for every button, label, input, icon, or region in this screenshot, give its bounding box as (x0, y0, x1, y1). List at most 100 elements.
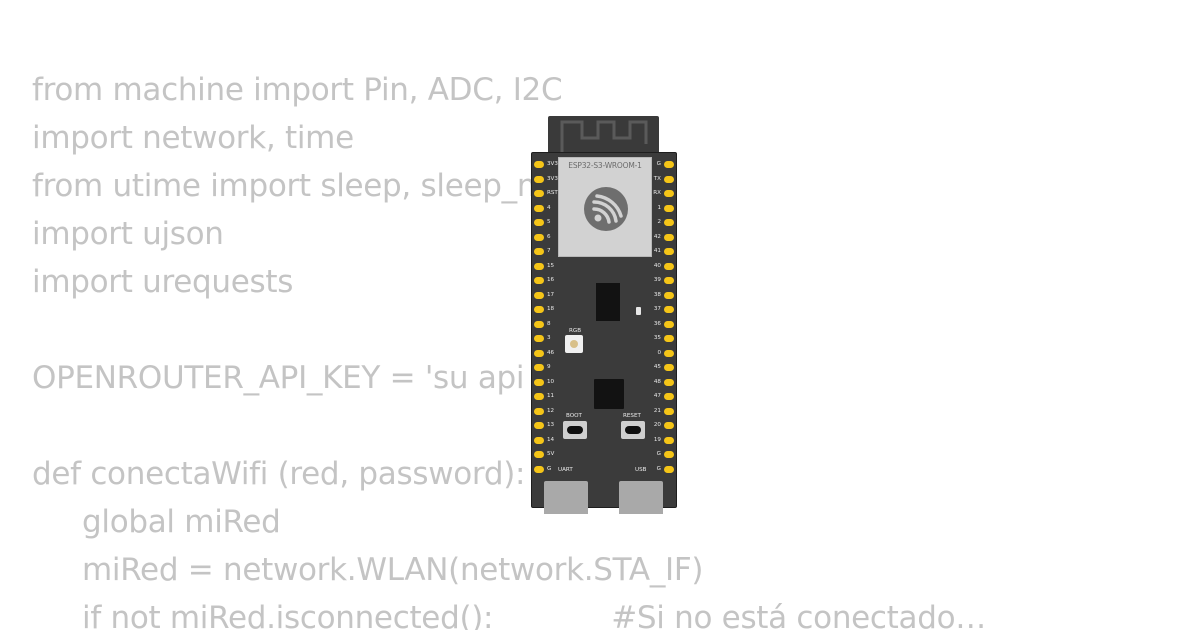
left-pin[interactable]: 5V (532, 448, 568, 463)
pin-pad[interactable] (664, 407, 674, 415)
pin-pad[interactable] (664, 219, 674, 226)
right-pin[interactable]: TX (640, 173, 676, 188)
right-pin[interactable]: G (640, 158, 676, 173)
right-pin[interactable]: 20 (640, 419, 676, 434)
pin-label: 37 (653, 306, 661, 312)
left-pin[interactable]: 8 (532, 318, 568, 333)
pin-pad[interactable] (534, 291, 544, 299)
left-pin[interactable]: 15 (532, 260, 568, 275)
pin-pad[interactable] (534, 364, 544, 371)
pin-label: G (547, 465, 552, 472)
code-text: def conectaWifi (red, password): (32, 456, 526, 492)
pin-pad[interactable] (664, 262, 674, 270)
usb-port[interactable] (619, 481, 663, 514)
pin-pad[interactable] (664, 320, 674, 328)
left-pin[interactable]: 5 (532, 216, 568, 231)
right-pin[interactable]: 19 (640, 434, 676, 449)
left-pin[interactable]: 3 (532, 332, 568, 347)
pin-pad[interactable] (664, 465, 674, 473)
pin-pad[interactable] (664, 349, 674, 357)
left-pin[interactable]: 3V3 (532, 173, 568, 188)
pin-pad[interactable] (664, 335, 674, 342)
pin-pad[interactable] (664, 393, 674, 400)
right-pin[interactable]: 37 (640, 303, 676, 318)
right-pin[interactable]: 1 (640, 202, 676, 217)
right-pin[interactable]: 38 (640, 289, 676, 304)
right-pin[interactable]: 47 (640, 390, 676, 405)
left-pin[interactable]: 13 (532, 419, 568, 434)
left-pin[interactable]: 4 (532, 202, 568, 217)
pin-pad[interactable] (534, 349, 544, 357)
pin-pad[interactable] (664, 190, 674, 197)
pin-pad[interactable] (664, 175, 674, 183)
left-pin[interactable]: 3V3 (532, 158, 568, 173)
pin-pad[interactable] (534, 422, 544, 429)
left-pin[interactable]: 9 (532, 361, 568, 376)
left-pin[interactable]: RST (532, 187, 568, 202)
left-pin[interactable]: 12 (532, 405, 568, 420)
pin-pad[interactable] (534, 436, 544, 444)
right-pin[interactable]: 2 (640, 216, 676, 231)
pin-pad[interactable] (664, 378, 674, 386)
right-pin[interactable]: 45 (640, 361, 676, 376)
left-pin[interactable]: 46 (532, 347, 568, 362)
right-pin[interactable]: RX (640, 187, 676, 202)
right-pin[interactable]: G (640, 448, 676, 463)
right-pin[interactable]: 0 (640, 347, 676, 362)
uart-usb-port[interactable] (544, 481, 588, 514)
right-pin[interactable]: 36 (640, 318, 676, 333)
left-pin[interactable]: G (532, 463, 568, 478)
pin-pad[interactable] (664, 248, 674, 255)
pin-pad[interactable] (534, 262, 544, 270)
reset-button[interactable] (621, 421, 645, 439)
pin-pad[interactable] (534, 204, 544, 212)
pin-pad[interactable] (664, 422, 674, 429)
pin-pad[interactable] (534, 248, 544, 255)
right-pin[interactable]: G (640, 463, 676, 478)
left-pin[interactable]: 16 (532, 274, 568, 289)
boot-button[interactable] (563, 421, 587, 439)
pin-pad[interactable] (534, 335, 544, 342)
pin-label: 9 (547, 364, 551, 370)
right-pin[interactable]: 41 (640, 245, 676, 260)
pin-pad[interactable] (534, 407, 544, 415)
left-pin[interactable]: 7 (532, 245, 568, 260)
pin-pad[interactable] (534, 219, 544, 226)
pin-pad[interactable] (534, 393, 544, 400)
pin-pad[interactable] (534, 277, 544, 284)
left-pin[interactable]: 11 (532, 390, 568, 405)
pin-pad[interactable] (534, 451, 544, 458)
pin-pad[interactable] (664, 436, 674, 444)
right-pin[interactable]: 42 (640, 231, 676, 246)
right-pin[interactable]: 40 (640, 260, 676, 275)
right-pin[interactable]: 39 (640, 274, 676, 289)
usb-uart-chip (596, 283, 620, 321)
pin-pad[interactable] (534, 161, 544, 168)
pin-pad[interactable] (664, 451, 674, 458)
pin-pad[interactable] (664, 291, 674, 299)
pin-pad[interactable] (664, 233, 674, 241)
pin-pad[interactable] (534, 378, 544, 386)
pin-pad[interactable] (534, 465, 544, 473)
left-pin[interactable]: 14 (532, 434, 568, 449)
right-pin[interactable]: 35 (640, 332, 676, 347)
pin-pad[interactable] (664, 306, 674, 313)
pin-pad[interactable] (534, 175, 544, 183)
pin-pad[interactable] (664, 204, 674, 212)
code-comment: #Si no está conectado… (611, 600, 986, 630)
left-pin[interactable]: 18 (532, 303, 568, 318)
left-pin[interactable]: 10 (532, 376, 568, 391)
pin-pad[interactable] (664, 364, 674, 371)
right-pin[interactable]: 48 (640, 376, 676, 391)
rgb-led[interactable] (565, 335, 583, 353)
left-pin[interactable]: 6 (532, 231, 568, 246)
pin-pad[interactable] (664, 277, 674, 284)
left-pin[interactable]: 17 (532, 289, 568, 304)
pin-pad[interactable] (534, 190, 544, 197)
pin-pad[interactable] (664, 161, 674, 168)
pin-pad[interactable] (534, 233, 544, 241)
pin-pad[interactable] (534, 320, 544, 328)
right-pin[interactable]: 21 (640, 405, 676, 420)
pin-pad[interactable] (534, 306, 544, 313)
